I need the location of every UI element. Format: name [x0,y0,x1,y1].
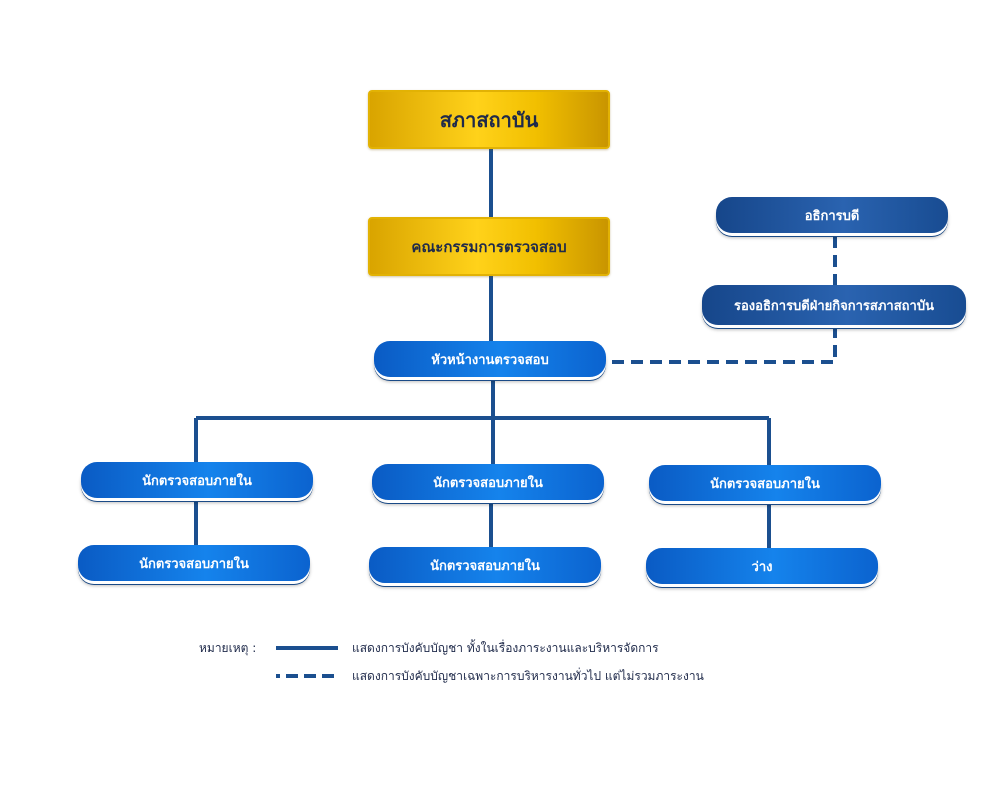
president-box: อธิการบดี [716,197,948,233]
auditor-middle-lower-box: นักตรวจสอบภายใน [369,547,601,583]
auditor-left-upper-box: นักตรวจสอบภายใน [81,462,313,498]
dashed-vice-head [606,326,837,364]
vice-president-label: รองอธิการบดีฝ่ายกิจการสภาสถาบัน [734,298,934,314]
council-label: สภาสถาบัน [439,107,539,132]
auditor-right-upper-box: นักตรวจสอบภายใน [649,465,881,501]
audit-committee-label: คณะกรรมการตรวจสอบ [411,237,567,256]
vice-president-box: รองอธิการบดีฝ่ายกิจการสภาสถาบัน [702,285,966,325]
auditor-label: นักตรวจสอบภายใน [430,558,540,574]
auditor-middle-upper-box: นักตรวจสอบภายใน [372,464,604,500]
audit-committee-box: คณะกรรมการตรวจสอบ [368,217,610,276]
council-box: สภาสถาบัน [368,90,610,149]
legend-dashed-text: แสดงการบังคับบัญชาเฉพาะการบริหารงานทั่วไ… [352,669,704,683]
president-label: อธิการบดี [804,208,860,224]
auditor-left-lower-box: นักตรวจสอบภายใน [78,545,310,581]
head-of-audit-box: หัวหน้างานตรวจสอบ [374,341,606,377]
vacant-position-box: ว่าง [646,548,878,584]
auditor-label: นักตรวจสอบภายใน [710,476,820,492]
auditor-label: นักตรวจสอบภายใน [142,473,252,489]
legend-solid-text: แสดงการบังคับบัญชา ทั้งในเรื่องภาระงานแล… [352,641,659,655]
legend-title: หมายเหตุ : [199,641,257,655]
vacant-label: ว่าง [751,559,773,575]
auditor-label: นักตรวจสอบภายใน [433,475,543,491]
auditor-label: นักตรวจสอบภายใน [139,556,249,572]
head-of-audit-label: หัวหน้างานตรวจสอบ [431,352,549,368]
